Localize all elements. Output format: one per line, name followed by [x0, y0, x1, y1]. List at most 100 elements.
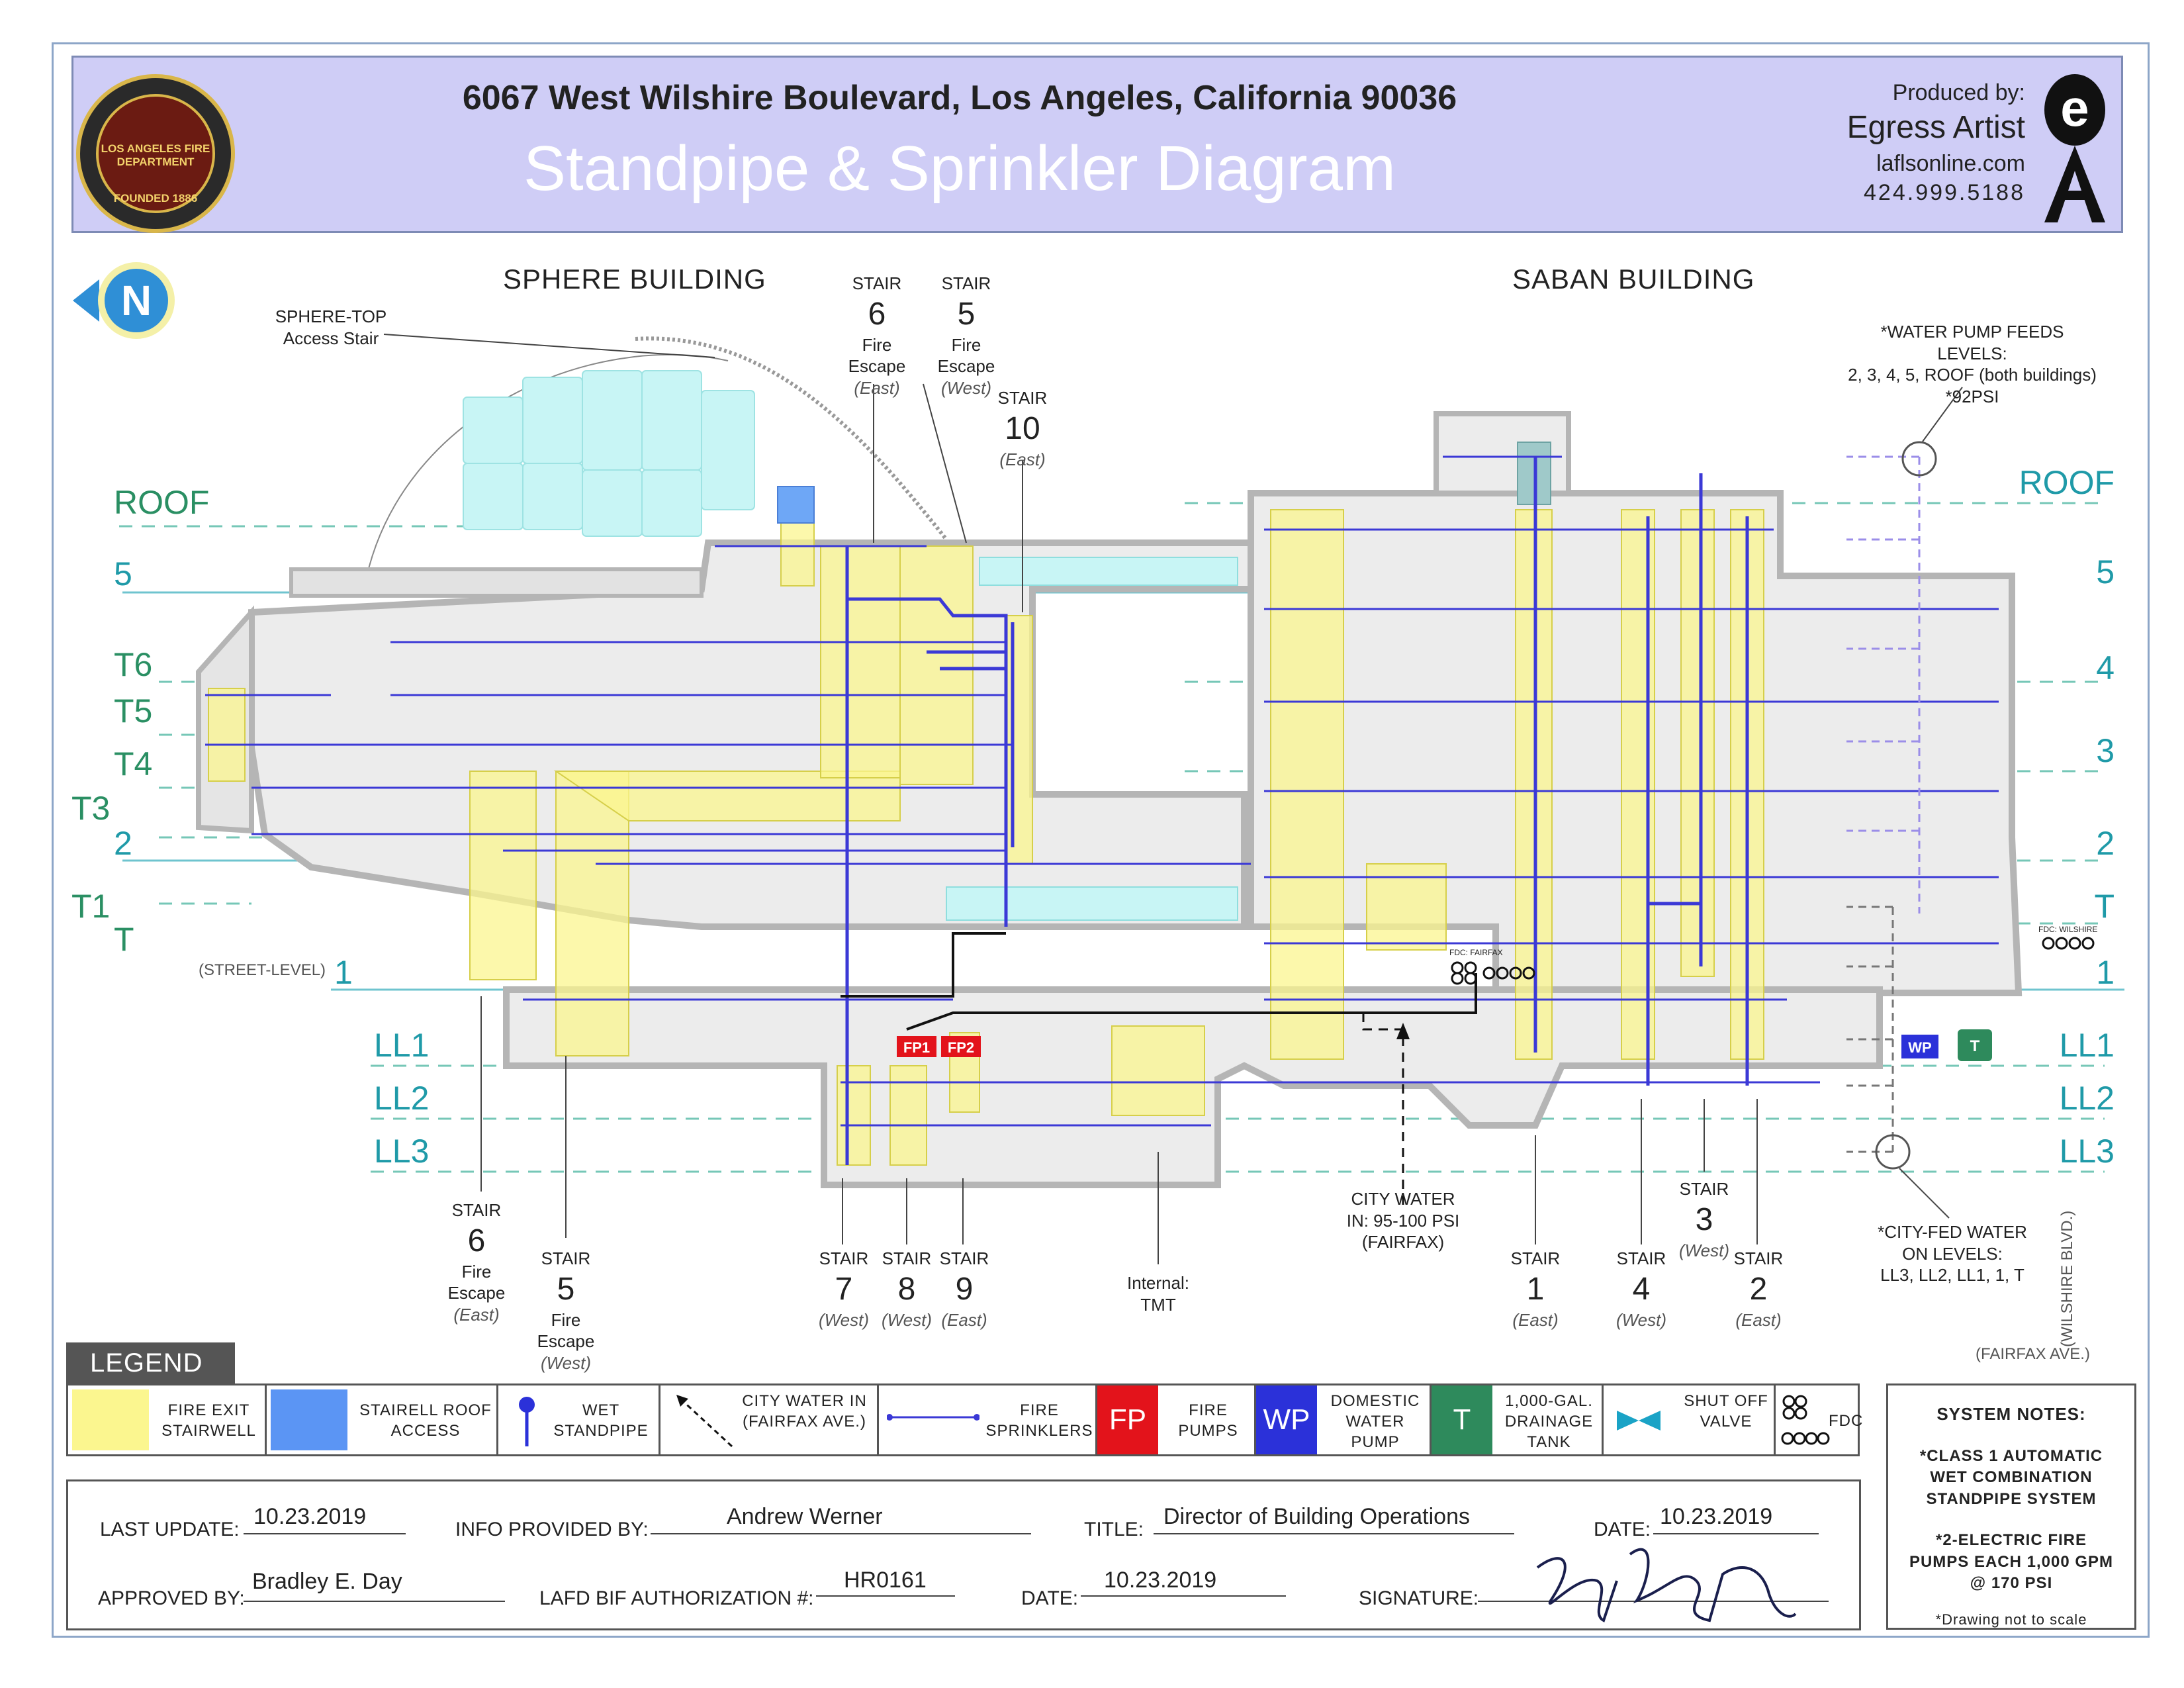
fairfax-label: (FAIRFAX AVE.) — [1976, 1345, 2090, 1363]
right-level-2: 2 — [2096, 825, 2115, 862]
lafd-auth-label: LAFD BIF AUTHORIZATION #: — [539, 1587, 814, 1609]
fire-pump-2 — [941, 1036, 981, 1057]
legend-roof-access-label: STAIRELL ROOF ACCESS — [359, 1401, 492, 1440]
right-level-ll1: LL1 — [2059, 1027, 2115, 1064]
website: laflsonline.com — [1876, 150, 2025, 176]
internal-1: Internal: — [1127, 1273, 1189, 1293]
date-value-1: 10.23.2019 — [1660, 1504, 1773, 1529]
city-fed-2: ON LEVELS: — [1902, 1243, 2003, 1264]
right-level-ll3: LL3 — [2059, 1133, 2115, 1170]
svg-text:e: e — [2060, 79, 2089, 137]
right-level-4: 4 — [2096, 649, 2115, 686]
left-level-ll3: LL3 — [374, 1133, 430, 1170]
legend-fire-pumps-label: FIRE PUMPS — [1178, 1401, 1238, 1440]
approved-by-label: APPROVED BY: — [98, 1587, 245, 1609]
legend-tank-label: 1,000-GAL. DRAINAGE TANK — [1504, 1392, 1594, 1452]
left-level-t1: T1 — [71, 888, 111, 925]
header-banner — [71, 56, 2123, 233]
sprinkler-line-icon — [887, 1414, 979, 1421]
approved-by-value: Bradley E. Day — [252, 1569, 402, 1594]
date-label-2: DATE: — [1021, 1587, 1079, 1609]
title-label: TITLE: — [1084, 1519, 1144, 1540]
city-fed-1: *CITY-FED WATER — [1878, 1222, 2027, 1242]
water-pump-note: *WATER PUMP FEEDS LEVELS: 2, 3, 4, 5, RO… — [1827, 321, 2118, 407]
diagram-title: Standpipe & Sprinkler Diagram — [523, 133, 1396, 204]
legend-fdc-label: FDC — [1829, 1412, 1864, 1430]
legend-t-badge: T — [1432, 1385, 1492, 1454]
legend-roof-access: STAIRELL ROOF ACCESS — [267, 1385, 498, 1454]
wp-label: WP — [1908, 1039, 1931, 1056]
wet-standpipe-icon — [519, 1397, 535, 1446]
date-label-1: DATE: — [1594, 1519, 1651, 1540]
tank-label: T — [1970, 1037, 1980, 1055]
city-fed-3: LL3, LL2, LL1, 1, T — [1880, 1265, 2025, 1285]
legend-city-water-label: CITY WATER IN (FAIRFAX AVE.) — [742, 1392, 867, 1431]
saban-building-label: SABAN BUILDING — [1512, 263, 1755, 295]
info-provided-value: Andrew Werner — [727, 1504, 883, 1529]
stairwell-roof-access — [777, 486, 815, 524]
compass-letter: N — [121, 277, 152, 324]
seal-text: LOS ANGELES FIRE DEPARTMENT — [101, 142, 210, 168]
city-water-3: (FAIRFAX) — [1361, 1232, 1445, 1252]
left-level-t6: T6 — [114, 646, 153, 683]
sphere-top-line1: SPHERE-TOP — [275, 306, 387, 326]
legend-tank: T 1,000-GAL. DRAINAGE TANK — [1432, 1385, 1604, 1454]
fp1-label: FP1 — [903, 1039, 930, 1056]
legend-shutoff-label: SHUT OFF VALVE — [1684, 1392, 1768, 1431]
date-value-2: 10.23.2019 — [1104, 1568, 1217, 1593]
producer-block: Produced by: Egress Artist laflsonline.c… — [1787, 78, 2025, 207]
legend-fire-exit-label: FIRE EXIT STAIRWELL — [161, 1401, 256, 1440]
right-level-3: 3 — [2096, 732, 2115, 769]
system-note-3: *Drawing not to scale — [1935, 1611, 2087, 1628]
phone: 424.999.5188 — [1864, 179, 2025, 205]
pump-note-2: LEVELS: — [1937, 343, 2007, 363]
street-level-note: (STREET-LEVEL) — [199, 961, 326, 979]
legend-sprinklers-label: FIRE SPRINKLERS — [985, 1401, 1093, 1440]
left-level-2: 2 — [114, 825, 132, 862]
city-water-arrow-icon — [676, 1395, 733, 1448]
signature-image — [1536, 1548, 1797, 1622]
legend-wet-standpipe: WET STANDPIPE — [498, 1385, 660, 1454]
pump-note-1: *WATER PUMP FEEDS — [1880, 322, 2064, 342]
left-level-roof: ROOF — [114, 484, 210, 521]
left-level-1: 1 — [334, 954, 353, 991]
lafd-auth-value: HR0161 — [844, 1568, 927, 1593]
signature-label: SIGNATURE: — [1359, 1587, 1479, 1609]
left-level-t4: T4 — [114, 745, 153, 782]
drainage-tank — [1958, 1029, 1992, 1061]
city-water-2: IN: 95-100 PSI — [1346, 1210, 1460, 1231]
left-level-t5: T5 — [114, 692, 153, 729]
right-level-ll2: LL2 — [2059, 1080, 2115, 1117]
sphere-top-note: SPHERE-TOP Access Stair — [261, 306, 400, 349]
system-note-1: *CLASS 1 AUTOMATIC WET COMBINATION STAND… — [1919, 1447, 2103, 1508]
fdc-fairfax-icon — [1451, 961, 1535, 985]
info-provided-label: INFO PROVIDED BY: — [455, 1519, 649, 1540]
fdc-icon — [1781, 1395, 1830, 1445]
legend-yellow-swatch — [72, 1389, 149, 1450]
city-water-note: CITY WATER IN: 95-100 PSI (FAIRFAX) — [1317, 1188, 1489, 1253]
pump-note-4: *92PSI — [1945, 386, 1999, 406]
sphere-top-line2: Access Stair — [283, 328, 379, 348]
legend-domestic-pump: WP DOMESTIC WATER PUMP — [1256, 1385, 1432, 1454]
brand-name: Egress Artist — [1846, 110, 2025, 146]
last-update-label: LAST UPDATE: — [100, 1519, 240, 1540]
egress-artist-logo: e — [2044, 74, 2105, 222]
system-notes: SYSTEM NOTES: *CLASS 1 AUTOMATIC WET COM… — [1886, 1383, 2136, 1630]
legend-fire-exit: FIRE EXIT STAIRWELL — [68, 1385, 267, 1454]
legend: FIRE EXIT STAIRWELL STAIRELL ROOF ACCESS… — [66, 1383, 1864, 1456]
left-level-ll1: LL1 — [374, 1027, 430, 1064]
fdc-wilshire-label: FDC: WILSHIRE — [2038, 925, 2098, 934]
right-level-5: 5 — [2096, 553, 2115, 590]
legend-sprinklers: FIRE SPRINKLERS — [879, 1385, 1097, 1454]
pump-note-3: 2, 3, 4, 5, ROOF (both buildings) — [1848, 365, 2097, 385]
fdc-wilshire-icon — [2042, 937, 2095, 950]
left-level-5: 5 — [114, 555, 132, 592]
system-note-2: *2-ELECTRIC FIRE PUMPS EACH 1,000 GPM @ … — [1909, 1531, 2114, 1593]
